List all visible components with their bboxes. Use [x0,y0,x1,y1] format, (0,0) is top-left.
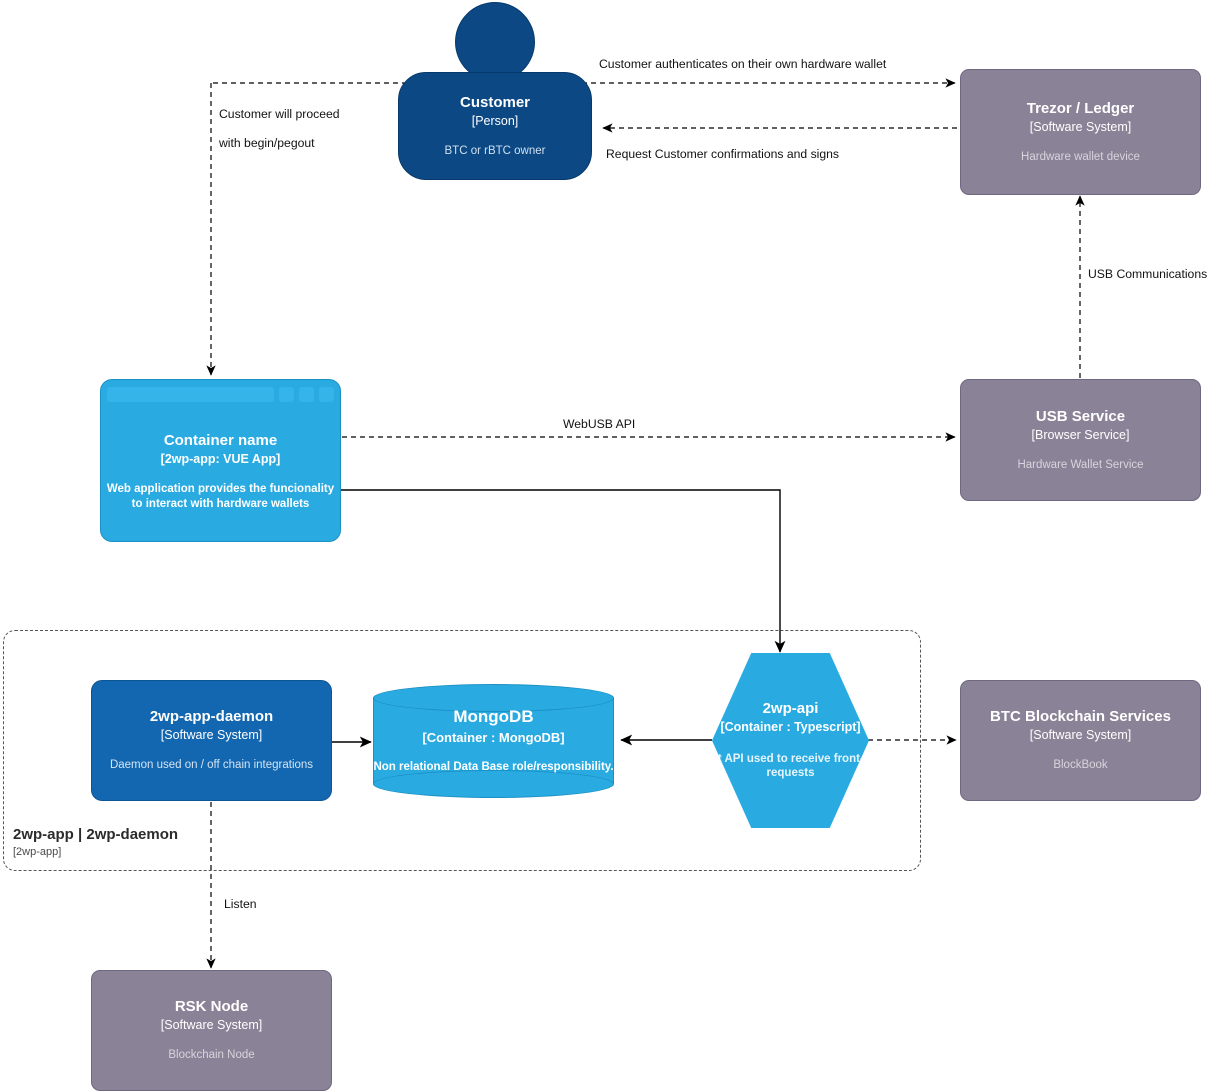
mongodb-type: [Container : MongoDB] [422,729,565,745]
edge-label-customer-authenticates: Customer authenticates on their own hard… [599,57,887,71]
daemon-description: Daemon used on / off chain integrations [109,759,314,772]
api-name: 2wp-api [762,699,819,717]
boundary-label: 2wp-app | 2wp-daemon [2wp-app] [13,826,178,858]
mongodb-cylinder-top [373,684,614,712]
node-btc-blockchain-services[interactable]: BTC Blockchain Services [Software System… [960,680,1201,801]
web-container-name: Container name [163,432,278,450]
api-type: [Container : Typescript] [720,719,861,734]
customer-name: Customer [459,93,530,111]
node-mongodb[interactable]: MongoDB [Container : MongoDB] Non relati… [373,684,614,798]
edge-label-listen: Listen [224,897,257,911]
boundary-2wp-app [3,630,921,871]
browser-address-bar[interactable] [107,387,274,402]
customer-description: BTC or rBTC owner [444,144,546,157]
browser-window-dot-1-icon[interactable] [279,387,294,402]
daemon-type: [Software System] [160,728,263,743]
web-container-description: Web application provides the funcionalit… [106,483,335,510]
usb-service-type: [Browser Service] [1031,427,1130,442]
rsk-node-description: Blockchain Node [168,1049,255,1062]
node-usb-service[interactable]: USB Service [Browser Service] Hardware W… [960,379,1201,501]
node-trezor-ledger[interactable]: Trezor / Ledger [Software System] Hardwa… [960,69,1201,195]
node-2wp-api[interactable]: 2wp-api [Container : Typescript] Rest AP… [697,653,884,828]
btc-blockchain-description: BlockBook [1053,759,1108,772]
browser-content: Container name [2wp-app: VUE App] Web ap… [107,409,334,535]
daemon-name: 2wp-app-daemon [149,708,274,726]
edge-label-webusb-api: WebUSB API [563,417,636,431]
node-customer[interactable]: Customer [Person] BTC or rBTC owner [398,2,592,180]
browser-title-bar [107,386,334,403]
browser-window-dot-2-icon[interactable] [299,387,314,402]
customer-body: Customer [Person] BTC or rBTC owner [398,72,592,180]
rsk-node-name: RSK Node [174,998,249,1016]
node-rsk-node[interactable]: RSK Node [Software System] Blockchain No… [91,970,332,1091]
boundary-tech: [2wp-app] [13,846,62,858]
trezor-ledger-type: [Software System] [1029,119,1132,134]
api-description: Rest API used to receive front-end reque… [696,752,885,780]
usb-service-description: Hardware Wallet Service [1017,458,1144,471]
edge-label-customer-will-proceed: Customer will proceed [219,107,340,121]
customer-type: [Person] [471,113,519,128]
boundary-name: 2wp-app | 2wp-daemon [13,826,179,843]
trezor-ledger-description: Hardware wallet device [1021,150,1140,163]
api-content: 2wp-api [Container : Typescript] Rest AP… [697,653,884,828]
mongodb-description: Non relational Data Base role/responsibi… [373,761,614,774]
person-head-icon [455,2,535,82]
edge-app-to-api [341,489,786,653]
mongodb-content: MongoDB [Container : MongoDB] Non relati… [373,684,614,798]
btc-blockchain-type: [Software System] [1029,728,1132,743]
rsk-node-type: [Software System] [160,1018,263,1033]
edge-label-usb-communications: USB Communications [1088,267,1208,281]
edge-label-with-begin-pegout: with begin/pegout [219,136,315,150]
mongodb-name: MongoDB [453,707,534,727]
api-hexagon-shape [712,653,869,828]
browser-window-dot-3-icon[interactable] [319,387,334,402]
edge-label-request-confirmations: Request Customer confirmations and signs [606,147,840,161]
trezor-ledger-name: Trezor / Ledger [1026,99,1135,117]
usb-service-name: USB Service [1035,407,1126,425]
btc-blockchain-name: BTC Blockchain Services [990,708,1171,726]
web-container-type: [2wp-app: VUE App] [160,452,281,467]
mongodb-cylinder-bottom [373,770,614,798]
node-web-container[interactable]: Container name [2wp-app: VUE App] Web ap… [100,379,341,542]
node-2wp-app-daemon[interactable]: 2wp-app-daemon [Software System] Daemon … [91,680,332,801]
